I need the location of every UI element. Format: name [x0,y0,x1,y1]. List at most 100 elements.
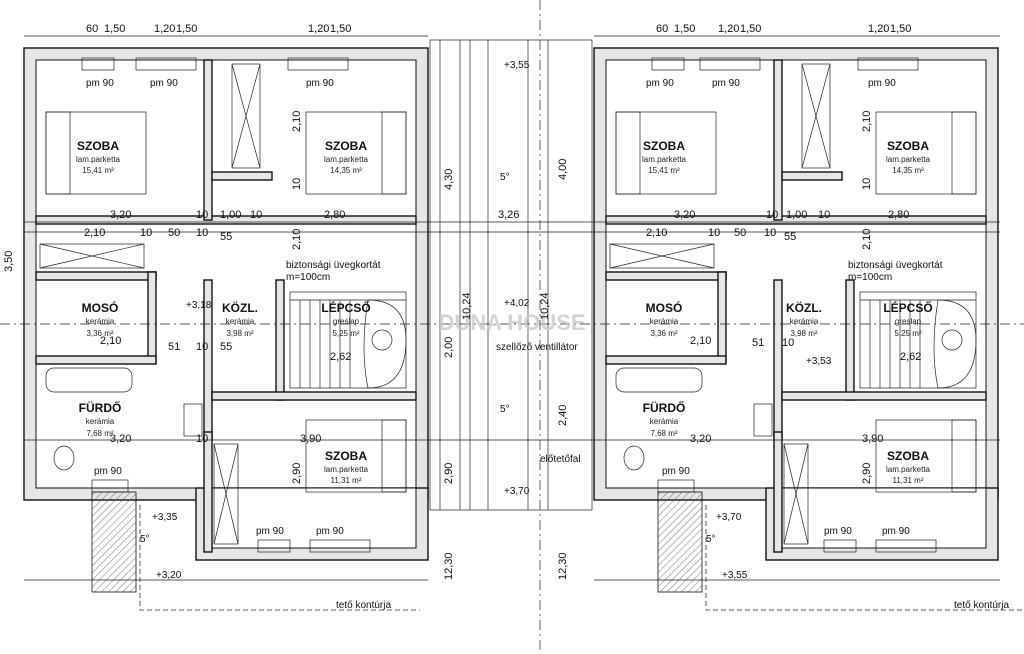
room-area: 7,68 m² [650,429,677,438]
room-furdo-left: FÜRDŐ kerámia 7,68 m² [79,400,122,438]
bed-right-3 [875,419,977,493]
dim-top: 1,20 [718,23,739,35]
dim-row2: 10 [764,227,776,239]
room-finish: lam.parketta [886,155,931,164]
dim-row2: 10 [196,227,208,239]
room-name: SZOBA [887,449,929,463]
room-area: 5,25 m² [894,329,921,338]
bed-left-3 [305,419,407,493]
dim-row2: 55 [784,231,796,243]
window-l2 [135,57,197,71]
dim-top: 1,50 [330,23,351,35]
toilet-right [623,445,645,471]
dim-side: 2,10 [861,111,873,132]
level-balcony-3: +3,70 [716,512,742,523]
room-finish: kerámia [86,417,115,426]
wardrobe-left-2 [39,243,145,269]
room-area: 3,36 m² [650,329,677,338]
room-kozl-left: KÖZL. kerámia 3,98 m² [222,300,258,338]
canopy-label: előtetőfal [540,454,581,465]
dim-top: 1,50 [890,23,911,35]
window-label: pm 90 [94,466,122,477]
room-name: LÉPCSŐ [883,300,932,315]
window-label: pm 90 [646,78,674,89]
railing-label-right: biztonsági üvegkortát [848,260,943,271]
dim-side: 2,90 [861,463,873,484]
dim-top: 1,50 [104,23,125,35]
room-name: SZOBA [643,139,685,153]
room-moso-left: MOSÓ kerámia 3,36 m² [82,300,119,338]
dim-top: 1,50 [674,23,695,35]
wall-h1 [35,215,417,225]
dim-side: 2,10 [291,229,303,250]
dim-row4: 10 [196,433,208,445]
room-finish: kerámia [226,317,255,326]
window-l6 [91,479,129,493]
room-finish: lam.parketta [886,465,931,474]
dim-side: 10 [861,178,873,190]
unit-left [23,47,429,611]
level-stair-right: +3,53 [806,356,832,367]
window-label: pm 90 [256,526,284,537]
window-r1 [651,57,685,71]
wall-v5 [203,431,213,553]
window-label: pm 90 [86,78,114,89]
railing-height-left: m=100cm [286,272,330,283]
unit-right [593,47,1024,611]
window-l4 [257,539,291,553]
wall-h2 [35,271,157,281]
room-name: KÖZL. [222,300,258,315]
wall-h-top-r [781,171,843,181]
level-top: +3,55 [504,60,530,71]
room-name: LÉPCSŐ [321,300,370,315]
window-label: pm 90 [824,526,852,537]
room-lepcso-right: LÉPCSŐ greslap 5,25 m² [883,300,932,338]
room-name: FÜRDŐ [79,400,122,415]
slope-label: 5° [500,172,510,183]
dim-row1: 10 [818,209,830,221]
room-area: 5,25 m² [332,329,359,338]
dim-row2: 2,10 [84,227,105,239]
room-finish: kerámia [790,317,819,326]
dim-row4: 3,20 [110,433,131,445]
room-area: 3,98 m² [790,329,817,338]
dim-row3: 10 [196,341,208,353]
dim-top: 1,20 [154,23,175,35]
room-szoba-3-right: SZOBA lam.parketta 11,31 m² [886,449,931,485]
dim-side: 4,00 [557,159,569,180]
dim-row1: 10 [766,209,778,221]
room-area: 14,35 m² [330,166,362,175]
wardrobe-left-3 [213,443,239,545]
room-area: 14,35 m² [892,166,924,175]
room-name: KÖZL. [786,300,822,315]
level-stair-left: +3,18 [186,300,212,311]
room-name: MOSÓ [646,300,683,315]
room-area: 15,41 m² [82,166,114,175]
window-l3 [287,57,349,71]
window-label: pm 90 [316,526,344,537]
slope-label: 5° [706,534,716,545]
wardrobe-right-2 [609,243,715,269]
room-szoba-1-left: SZOBA lam.parketta 15,41 m² [76,139,121,175]
level-balcony-4: +3,55 [722,570,748,581]
wall-h-top [211,171,273,181]
dim-side: 2,90 [291,463,303,484]
dim-row3: 2,62 [330,351,351,363]
wardrobe-right-3 [783,443,809,545]
room-area: 11,31 m² [893,476,924,485]
dim-row3: 51 [168,341,180,353]
room-ext [207,487,417,549]
bed-left-1 [45,111,147,195]
watermark: DUNA HOUSE [438,310,585,335]
dim-row4: 3,90 [862,433,883,445]
dim-side: 3,50 [3,251,15,272]
window-label: pm 90 [662,466,690,477]
room-kozl-right: KÖZL. kerámia 3,98 m² [786,300,822,338]
room-name: SZOBA [325,449,367,463]
wall-v1-r [773,59,783,221]
dim-row1: 10 [196,209,208,221]
dim-top: 1,20 [868,23,889,35]
window-label: pm 90 [868,78,896,89]
level-center: +4,02 [504,298,530,309]
room-szoba-2-left: SZOBA lam.parketta 14,35 m² [324,139,369,175]
